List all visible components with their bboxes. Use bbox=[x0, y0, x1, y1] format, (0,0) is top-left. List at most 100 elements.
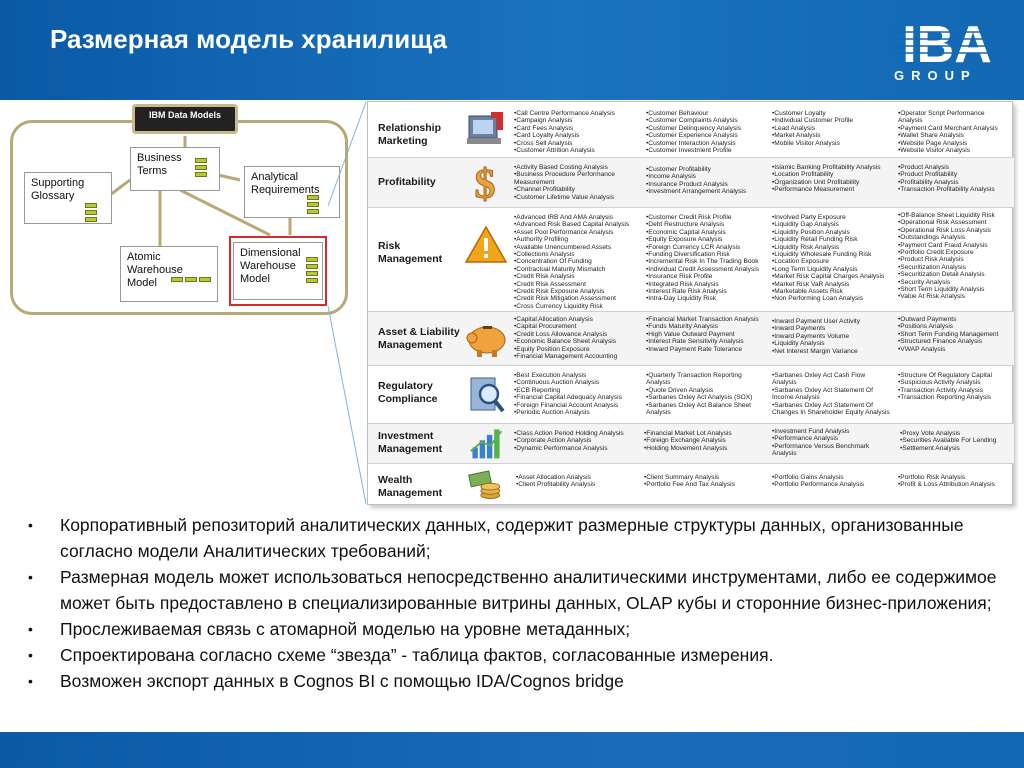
svg-text:$: $ bbox=[475, 162, 496, 204]
bullet-item: • Спроектирована согласно схеме “звезда” … bbox=[20, 642, 1010, 668]
bullet-dot-icon: • bbox=[28, 621, 33, 637]
table-icon bbox=[306, 257, 318, 283]
node-label: Glossary bbox=[31, 190, 75, 202]
header-bar: Размерная модель хранилища IBA GROUP bbox=[0, 0, 1024, 100]
column-1: •Asset Allocation Analysis•Client Profit… bbox=[516, 474, 596, 489]
bullet-item: • Размерная модель может использоваться н… bbox=[20, 564, 1010, 616]
table-row: Profitability $ •Activity Based Costing … bbox=[368, 158, 1014, 208]
dollar-icon: $ bbox=[474, 162, 496, 204]
iba-logo-icon: IBA bbox=[892, 18, 1002, 68]
column-4: •Off-Balance Sheet Liquidity Risk•Operat… bbox=[898, 212, 995, 301]
column-1: •Call Centre Performance Analysis•Campai… bbox=[514, 110, 615, 155]
column-1: •Best Execution Analysis•Continuous Auct… bbox=[514, 372, 622, 417]
bullet-dot-icon: • bbox=[28, 569, 33, 585]
column-2: •Customer Behaviour•Customer Complaints … bbox=[646, 110, 742, 155]
page-title: Размерная модель хранилища bbox=[50, 24, 448, 54]
bar-chart-icon bbox=[470, 429, 503, 459]
bullet-item: • Прослеживаемая связь с атомарной модель… bbox=[20, 616, 1010, 642]
bullet-item: •Корпоративный репозиторий аналитических… bbox=[20, 512, 1010, 564]
node-label: Warehouse bbox=[127, 264, 183, 276]
bullet-text: Размерная модель может использоваться не… bbox=[60, 567, 997, 613]
node-business-terms[interactable]: Business Terms bbox=[130, 147, 220, 191]
brand-sub: GROUP bbox=[894, 68, 977, 83]
node-supporting-glossary[interactable]: Supporting Glossary bbox=[24, 172, 112, 224]
selection-highlight bbox=[229, 236, 327, 306]
column-4: •Portfolio Risk Analysis•Profit & Loss A… bbox=[898, 474, 995, 489]
node-label: Supporting bbox=[31, 177, 85, 189]
column-3: •Investment Fund Analysis•Performance An… bbox=[772, 428, 870, 458]
ibm-data-models-diagram: IBM Data Models Business Terms Analytica… bbox=[0, 100, 360, 320]
table-icon bbox=[195, 158, 207, 177]
column-2: •Financial Market Lot Analysis•Foreign E… bbox=[644, 430, 732, 452]
column-2: •Financial Market Transaction Analysis•F… bbox=[646, 316, 759, 353]
column-3: •Portfolio Gains Analysis•Portfolio Perf… bbox=[772, 474, 865, 489]
diagram-connectors bbox=[109, 136, 292, 250]
zoom-connector-lines bbox=[327, 101, 367, 505]
node-dimensional-warehouse-model[interactable]: Dimensional Warehouse Model bbox=[233, 242, 323, 300]
bullet-text: Прослеживаемая связь с атомарной моделью… bbox=[60, 619, 631, 639]
column-1: •Advanced IRB And AMA Analysis•Advanced … bbox=[514, 214, 630, 310]
node-label: Model bbox=[240, 273, 270, 285]
magnifier-icon bbox=[470, 377, 505, 413]
column-2: •Customer Credit Risk Profile•Debt Restr… bbox=[646, 214, 759, 303]
node-label: Requirements bbox=[251, 184, 320, 196]
node-label: Model bbox=[127, 277, 157, 289]
node-label: Analytical bbox=[251, 171, 299, 183]
bullet-text: Спроектирована согласно схеме “звезда” -… bbox=[60, 645, 774, 665]
warning-icon bbox=[464, 225, 508, 263]
node-atomic-warehouse-model[interactable]: Atomic Warehouse Model bbox=[120, 246, 218, 302]
column-1: •Capital Allocation Analysis•Capital Pro… bbox=[514, 316, 618, 361]
table-icon bbox=[307, 195, 319, 214]
bullet-text: Корпоративный репозиторий аналитических … bbox=[60, 515, 964, 561]
table-icon bbox=[85, 203, 97, 222]
column-3: •Customer Loyalty•Individual Customer Pr… bbox=[772, 110, 854, 147]
node-analytical-requirements[interactable]: Analytical Requirements bbox=[244, 166, 340, 218]
bullet-list: • Корпоративный репозиторий аналитических… bbox=[20, 512, 1010, 694]
column-3: •Inward Payment User Activity•Inward Pay… bbox=[772, 318, 861, 355]
node-label: Dimensional bbox=[240, 247, 301, 259]
bullet-text: Возможен экспорт данных в Cognos BI с по… bbox=[60, 671, 624, 691]
column-2: •Customer Profitability•Income Analysis•… bbox=[646, 166, 747, 196]
brand-name: IBA bbox=[902, 18, 992, 68]
node-label: Atomic bbox=[127, 251, 161, 263]
magnet-icon bbox=[467, 112, 503, 144]
column-1: •Class Action Period Holding Analysis•Co… bbox=[514, 430, 624, 452]
node-label: Warehouse bbox=[240, 260, 296, 272]
bullet-dot-icon: • bbox=[28, 673, 33, 689]
bullet-item: • Возможен экспорт данных в Cognos BI с п… bbox=[20, 668, 1010, 694]
ibm-data-models-label: IBM Data Models bbox=[148, 110, 221, 120]
column-3: •Islamic Banking Profitability Analysis•… bbox=[772, 164, 881, 194]
table-icon bbox=[171, 277, 211, 282]
ibm-data-models-box: IBM Data Models bbox=[132, 104, 238, 134]
column-1: •Activity Based Costing Analysis•Busines… bbox=[514, 164, 615, 201]
node-label: Business bbox=[137, 152, 182, 164]
column-4: •Structure Of Regulatory Capital•Suspici… bbox=[898, 372, 992, 402]
column-4: •Product Analysis•Product Profitability•… bbox=[898, 164, 995, 194]
node-label: Terms bbox=[137, 165, 167, 177]
footer-bar bbox=[0, 732, 1024, 768]
bullet-dot-icon: • bbox=[28, 647, 33, 663]
column-2: •Client Summary Analysis•Portfolio Fee A… bbox=[644, 474, 735, 489]
column-4: •Outward Payments•Positions Analysis•Sho… bbox=[898, 316, 999, 353]
column-4: •Proxy Vote Analysis•Securities Availabl… bbox=[900, 430, 997, 452]
piggy-bank-icon bbox=[466, 326, 506, 357]
row-category: Profitability bbox=[378, 176, 436, 188]
column-3: •Involved Party Exposure•Liquidity Gap A… bbox=[772, 214, 885, 303]
coins-icon bbox=[468, 470, 501, 499]
